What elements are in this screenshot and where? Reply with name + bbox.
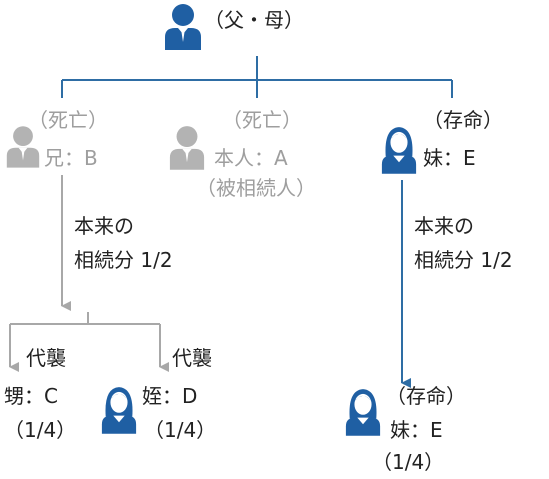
self-role: （被相続人）: [196, 176, 316, 200]
sister-result-status: （存命）: [386, 384, 466, 408]
person-female-icon: [381, 127, 417, 174]
parents-label: （父・母）: [204, 8, 304, 32]
niece-share: （1/4）: [144, 418, 217, 442]
person-female-icon: [101, 387, 137, 434]
person-male-icon: [6, 126, 40, 168]
self-name: 本人：A: [214, 146, 288, 170]
sister-status: （存命）: [423, 108, 503, 132]
right-share-line1: 本来の: [414, 214, 474, 238]
nephew-name: 甥：C: [4, 384, 58, 408]
sister-result-share: （1/4）: [372, 450, 445, 474]
niece-tag: 代襲: [172, 346, 212, 370]
niece-name: 姪：D: [142, 384, 198, 408]
brother-status: （死亡）: [28, 108, 108, 132]
person-female-icon: [345, 389, 381, 436]
left-share-line2: 相続分 1/2: [74, 248, 173, 272]
person-male-icon: [165, 4, 201, 50]
left-share-line1: 本来の: [74, 214, 134, 238]
person-male-icon: [169, 126, 205, 170]
self-status: （死亡）: [222, 108, 302, 132]
right-share-line2: 相続分 1/2: [414, 248, 513, 272]
nephew-share: （1/4）: [4, 418, 77, 442]
nephew-tag: 代襲: [26, 346, 66, 370]
brother-name: 兄：B: [44, 146, 98, 170]
sister-result-name: 妹：E: [390, 418, 443, 442]
sister-name: 妹：E: [423, 146, 476, 170]
